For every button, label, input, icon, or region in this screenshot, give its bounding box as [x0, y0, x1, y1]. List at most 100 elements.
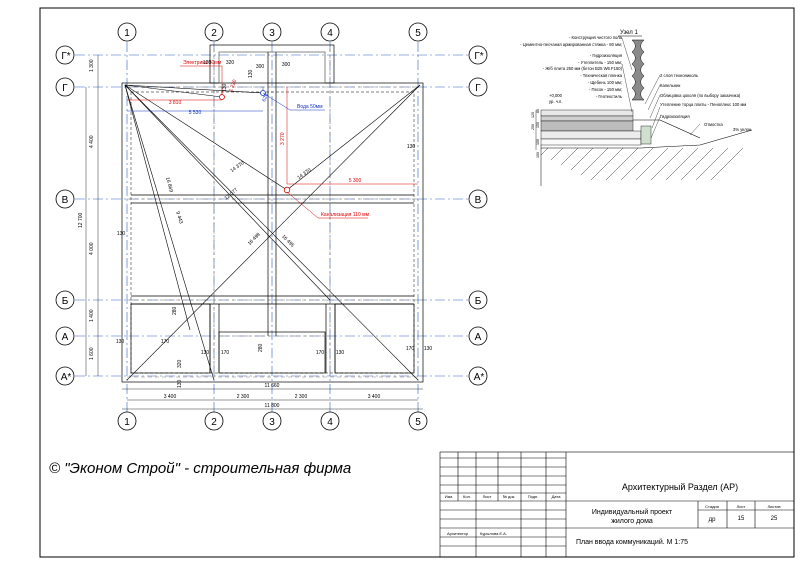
dim-4400: 4 400 [89, 135, 95, 148]
electric-entry-marker [219, 94, 225, 100]
dim-12700: 12 700 [78, 212, 84, 228]
axis-label-v-left: В [62, 195, 69, 206]
axis-label-5-top: 5 [415, 28, 421, 39]
dim-170-a: 170 [161, 339, 170, 345]
dim-16495: 16 495 [280, 234, 295, 249]
axis-bubbles-left [55, 45, 75, 386]
detail-title: Узел 1 [620, 30, 638, 36]
detail-layer-8: - Песок - 150 мм; [589, 87, 622, 92]
sewer-entry-marker [283, 186, 291, 194]
dim-top-130-c: 130 [222, 83, 228, 92]
tb-sheet-head: Лист [737, 504, 746, 509]
sheet-border [39, 7, 795, 558]
axis-label-g-left: Г [62, 83, 68, 94]
axis-label-a-star-left: А* [61, 372, 72, 383]
tb-col-data: Дата [552, 494, 562, 499]
detail-layer-1: - Конструкция чистого пола [569, 35, 623, 40]
detail-note-6: Гидроизоляция [660, 114, 690, 119]
axis-label-a-star-right: А* [474, 372, 485, 383]
detail-layer-7: - Щебень 100 мм; [588, 80, 622, 85]
tb-col-podp: Подп. [528, 494, 539, 499]
tb-col-izm: Изм. [445, 494, 454, 499]
dim-14370-b: 14 370 [296, 167, 312, 181]
tb-project-1: Индивидуальный проект [592, 508, 673, 516]
axis-label-5-bottom: 5 [415, 417, 421, 428]
detail-note-2: Капельник [660, 83, 681, 88]
dim-top-130-a: 130 [203, 60, 212, 66]
utility-lines [127, 87, 418, 185]
axis-label-3-top: 3 [269, 28, 275, 39]
dim-170-c: 170 [316, 350, 325, 356]
detail-note-5: Отмостка [704, 122, 723, 127]
axis-label-v-right: В [475, 195, 482, 206]
dim-130-bl: 130 [116, 339, 125, 345]
title-block [439, 451, 795, 558]
dim-130-c: 130 [336, 350, 345, 356]
foundation-dashed [127, 48, 418, 378]
dim-12077: 12 077 [224, 187, 240, 202]
tb-stage-head: Стадия [705, 504, 719, 509]
tb-sheet: 15 [738, 516, 745, 522]
detail-dim-80: 80 [536, 109, 540, 113]
axis-label-2-bottom: 2 [211, 417, 217, 428]
axis-label-b-left: Б [62, 296, 69, 307]
water-label: Вода 50мм [297, 104, 323, 110]
tb-role: Архитектор [447, 531, 469, 536]
sewer-label: Канализация 110 мм [321, 212, 370, 218]
dim-280-b: 280 [258, 343, 264, 352]
dim-14370-a: 14 370 [229, 160, 245, 174]
axis-bubbles-top [117, 22, 428, 42]
dim-top-300-b: 300 [282, 62, 291, 68]
tb-project-2: жилого дома [611, 518, 653, 525]
dim-320-low: 320 [177, 359, 183, 368]
dim-130-d: 130 [424, 346, 433, 352]
axis-label-a-left: А [62, 332, 69, 343]
dim-170-b: 170 [221, 350, 230, 356]
detail-layer-6: - Техническая пленка [580, 73, 622, 78]
detail-level-note: ур. ч.п. [549, 99, 562, 104]
dim-130-low: 130 [177, 379, 183, 388]
tb-col-kol: Кол. [463, 494, 471, 499]
dim-2300-a: 2 300 [237, 394, 250, 400]
dim-130-right: 130 [407, 144, 416, 150]
axis-label-1-top: 1 [124, 28, 130, 39]
dim-170-d: 170 [406, 346, 415, 352]
detail-node-1: Узел 1 [520, 30, 753, 186]
copyright-text: © "Эконом Строй" - строительная фирма [49, 460, 351, 477]
dimension-lines [85, 55, 423, 410]
axis-bubbles-right [468, 45, 488, 386]
tb-section: Архитектурный Раздел (АР) [622, 482, 738, 492]
dim-16869: 16 869 [164, 177, 174, 194]
detail-layer-4: - Утеплитель - 150 мм; [578, 60, 622, 65]
detail-dim-120: 120 [531, 112, 535, 118]
dim-16498: 16 498 [247, 232, 262, 247]
detail-dim-150: 150 [536, 122, 540, 128]
dim-1300: 1 300 [89, 59, 95, 72]
tb-col-doc: № док. [503, 494, 516, 499]
axis-label-g-right: Г [475, 83, 481, 94]
detail-dim-150-b: 150 [536, 152, 540, 158]
tb-drawing-title: План ввода коммуникаций. М 1:75 [576, 538, 688, 546]
water-dim: 620 [261, 93, 270, 103]
detail-dim-100: 100 [536, 139, 540, 145]
tb-sheets: 25 [771, 516, 778, 522]
dim-280-a: 280 [172, 306, 178, 315]
dim-2300-b: 2 300 [295, 394, 308, 400]
dim-1400: 1 400 [89, 309, 95, 322]
tb-person: Курылова Е.А. [480, 531, 507, 536]
dim-3400-a: 3 400 [164, 394, 177, 400]
dim-11800: 11 800 [265, 403, 280, 409]
detail-slope: 3% уклон [733, 127, 752, 132]
dim-top-130-b: 130 [248, 69, 254, 78]
dim-top-300-a: 300 [256, 64, 265, 70]
electric-label: Электрика 50мм [183, 60, 222, 66]
detail-note-1: 2 слоя технониколь [660, 73, 699, 78]
dim-3400-b: 3 400 [368, 394, 381, 400]
axis-bubbles-bottom [117, 411, 428, 431]
axis-label-3-bottom: 3 [269, 417, 275, 428]
tb-stage: др [709, 517, 717, 523]
foundation-walls [121, 44, 424, 383]
axis-label-4-bottom: 4 [327, 417, 333, 428]
axis-label-b-right: Б [475, 296, 482, 307]
